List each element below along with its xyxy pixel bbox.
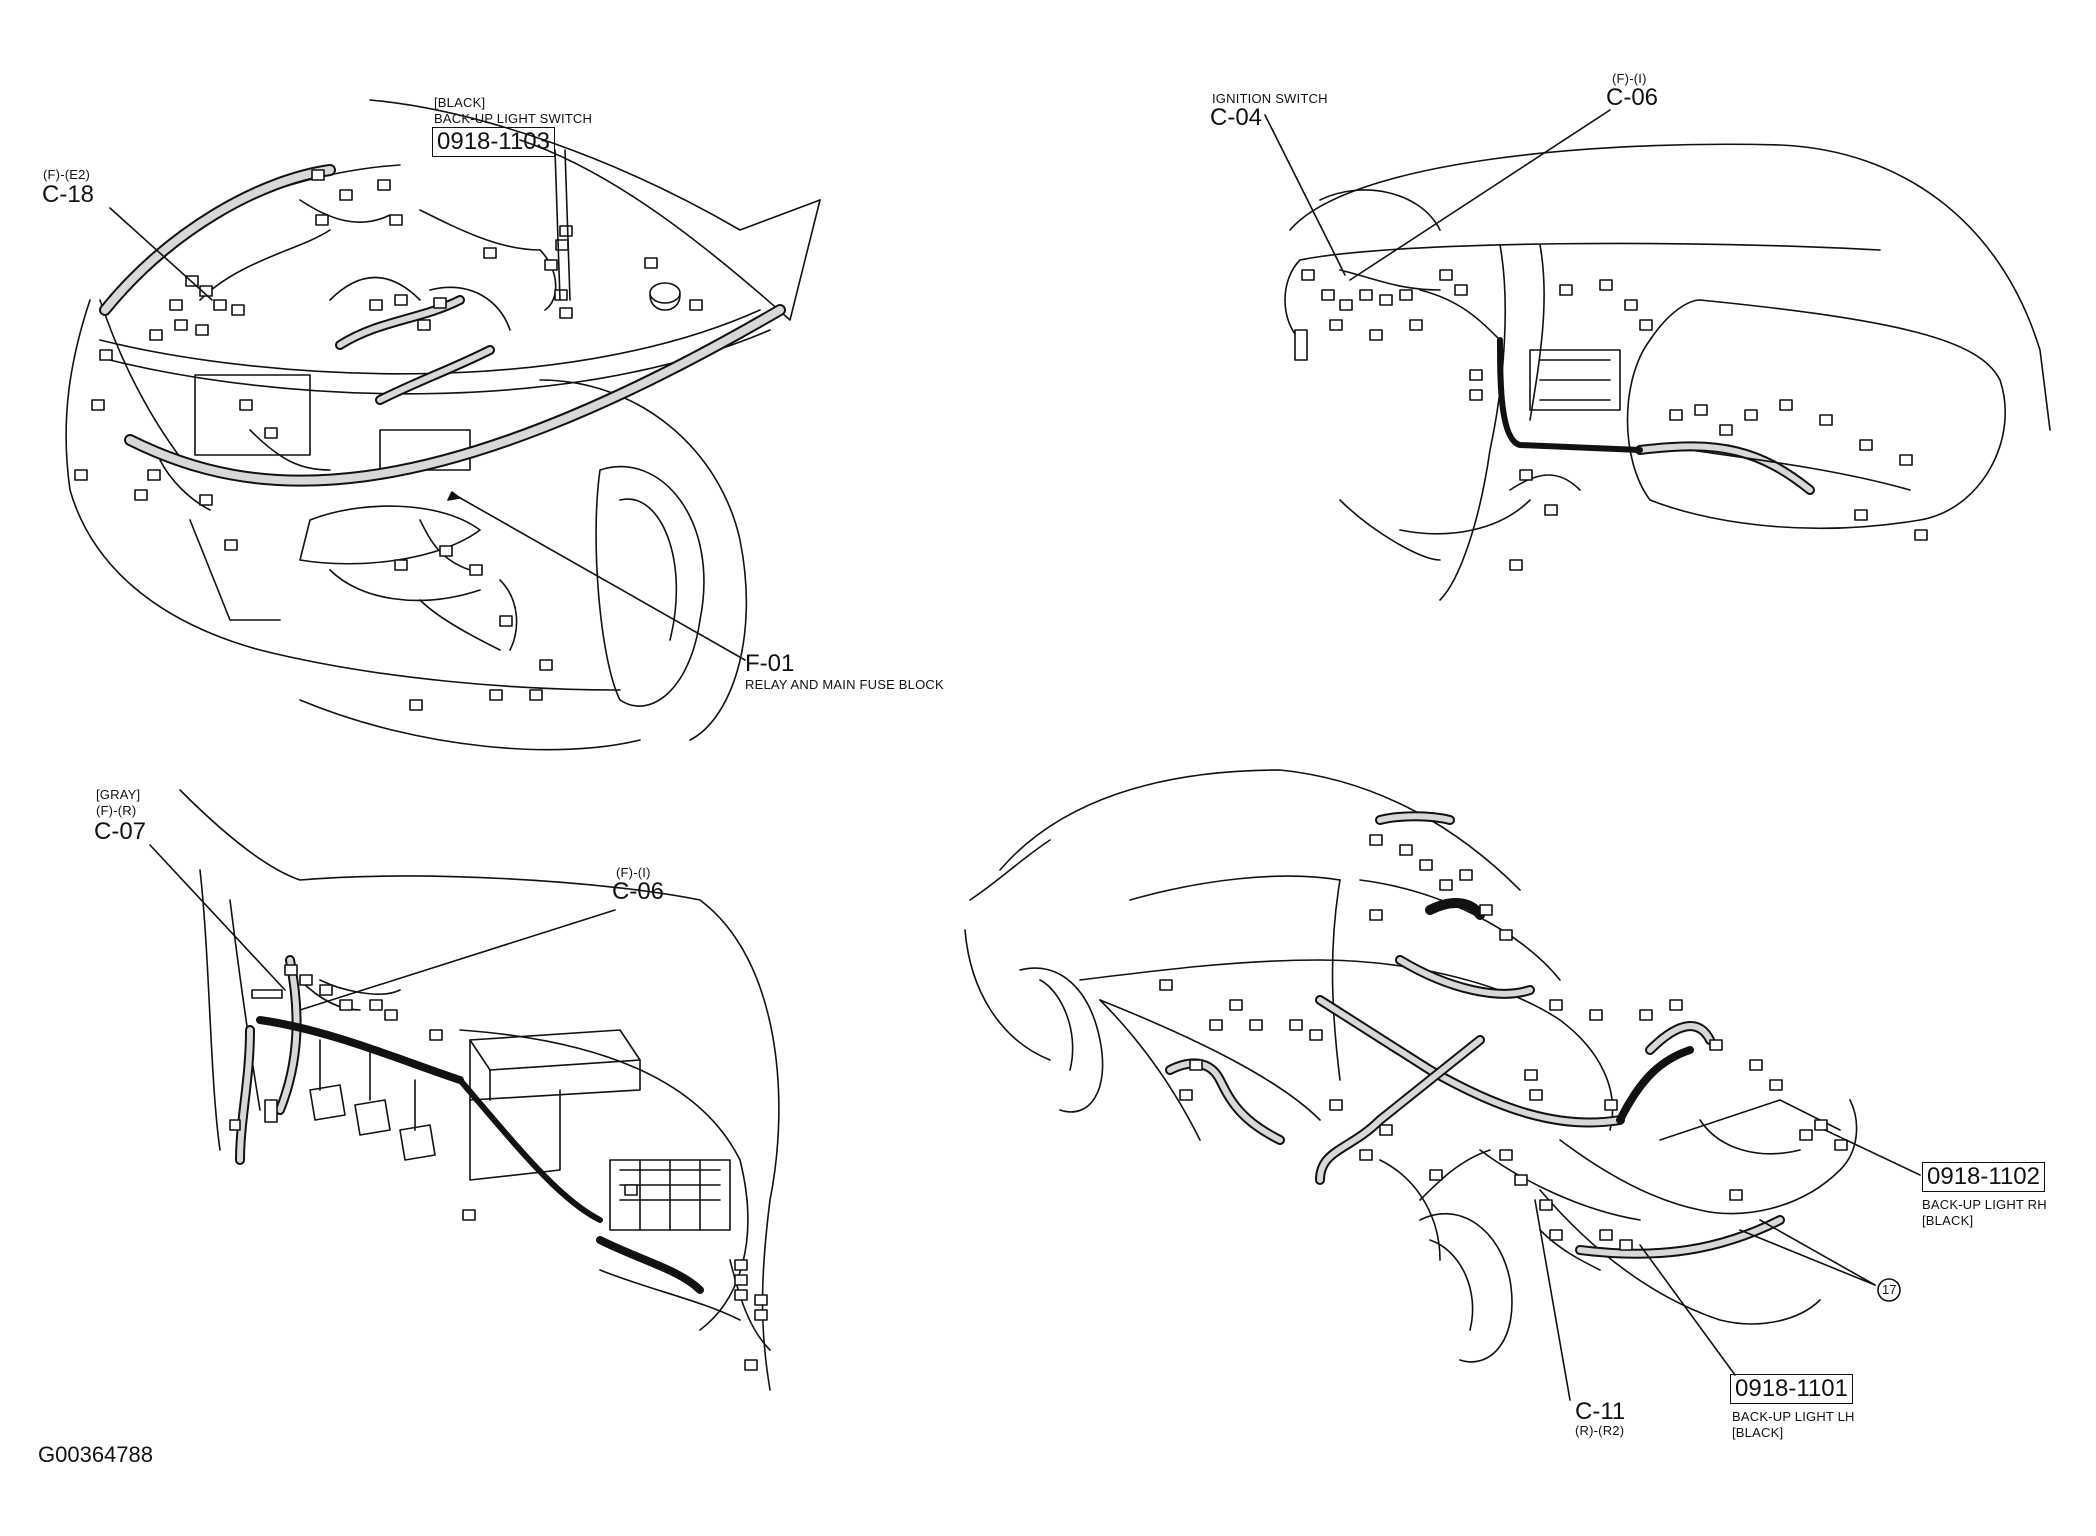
c11-code: (R)-(R2): [1575, 1423, 1625, 1438]
back-up-switch-color: [BLACK]: [434, 95, 486, 110]
ignition-switch-name: IGNITION SWITCH: [1212, 91, 1328, 106]
c06-code-footwell: (F)-(I): [616, 865, 651, 880]
back-up-light-lh-name: BACK-UP LIGHT LH: [1732, 1409, 1855, 1424]
part-number-0918-1101: 0918-1101: [1730, 1374, 1853, 1404]
back-up-light-lh-color: [BLACK]: [1732, 1425, 1784, 1440]
connector-c04: C-04: [1210, 104, 1263, 131]
callout-circle-17: [1877, 1278, 1901, 1302]
rear-body-drawing: [964, 769, 1858, 1363]
back-up-switch-name: BACK-UP LIGHT SWITCH: [434, 111, 593, 126]
dashboard-leaders: [1264, 109, 1611, 281]
connector-c07: C-07: [94, 818, 147, 845]
engine-compartment-drawing: [65, 99, 821, 751]
part-number-0918-1103: 0918-1103: [432, 127, 555, 157]
footwell-drawing: [179, 789, 780, 1391]
figure-id: G00364788: [38, 1442, 153, 1467]
connector-c11: C-11: [1575, 1398, 1626, 1425]
fuse-block-name: RELAY AND MAIN FUSE BLOCK: [745, 677, 944, 692]
dashboard-drawing: [1284, 143, 2051, 601]
c06-code-dash: (F)-(I): [1612, 71, 1647, 86]
part-number-0918-1102: 0918-1102: [1922, 1162, 2045, 1192]
c07-code: (F)-(R): [96, 803, 137, 818]
footwell-leaders: [149, 844, 616, 1011]
rear-leaders: [1534, 1129, 1921, 1401]
back-up-light-rh-color: [BLACK]: [1922, 1213, 1974, 1228]
c18-code: (F)-(E2): [43, 167, 91, 182]
connector-c18: C-18: [42, 181, 95, 208]
fuse-block-f01: F-01: [745, 650, 795, 677]
callout-number-17: 17: [1882, 1282, 1897, 1297]
connector-c06-dash: C-06: [1606, 84, 1659, 111]
back-up-light-rh-name: BACK-UP LIGHT RH: [1922, 1197, 2047, 1212]
c07-color: [GRAY]: [96, 787, 141, 802]
engine-leaders: [109, 149, 746, 661]
connector-c06-footwell: C-06: [612, 878, 665, 905]
